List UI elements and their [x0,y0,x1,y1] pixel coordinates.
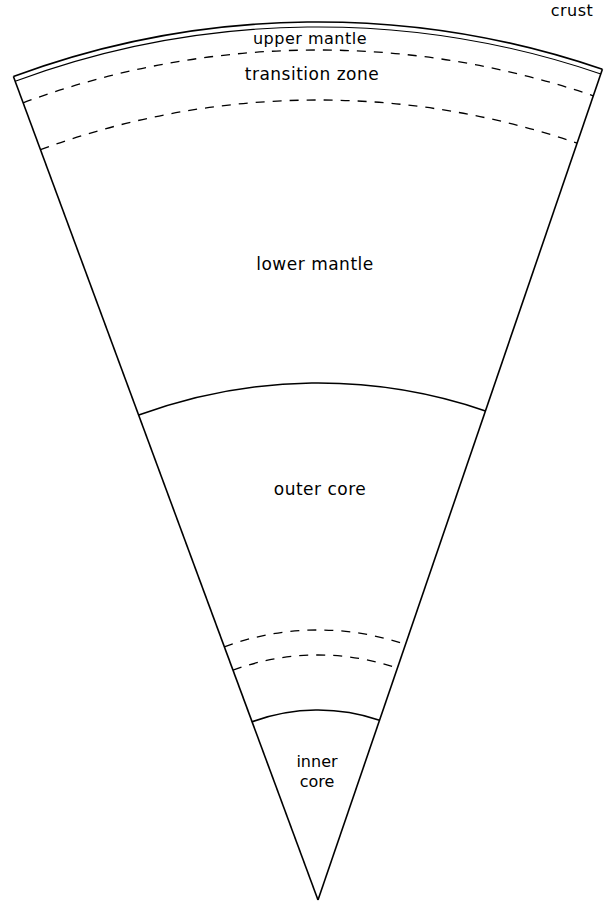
layer-name: lower mantle [256,254,373,275]
inner-core-boundary [252,710,379,722]
layer-name: transition zone [245,64,379,85]
dashed-boundary [23,50,593,103]
layer-name: inner core [292,752,342,792]
layer-name: upper mantle [253,29,367,49]
wedge-edge [13,77,318,901]
dashed-boundary [41,100,578,150]
dashed-boundary [233,655,397,670]
layer-name: outer core [274,479,367,500]
dashed-boundary [224,630,405,647]
core-mantle-boundary [139,383,486,415]
layer-name: crust [551,1,594,21]
